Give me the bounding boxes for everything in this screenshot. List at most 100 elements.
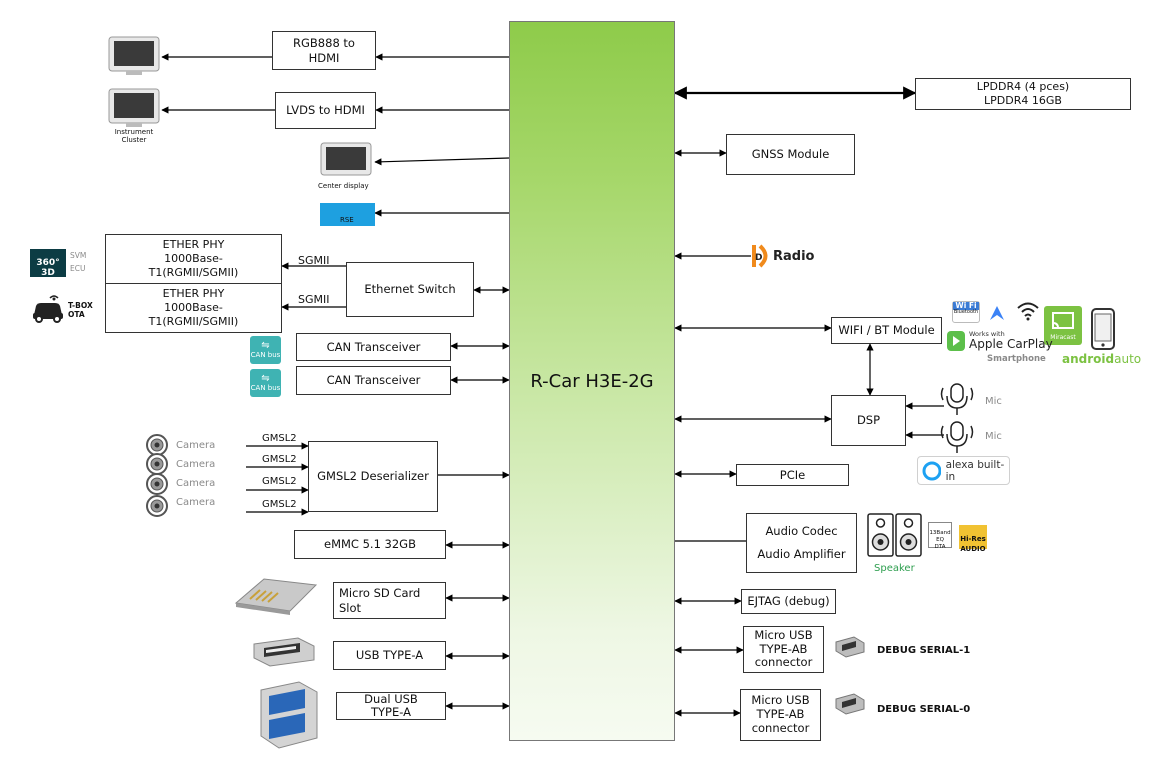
camera-icon-4 [146,495,168,517]
center-display-caption: Center display [318,182,369,190]
gmsl2-label-3: GMSL2 [262,476,297,487]
gnss-module-box: GNSS Module [726,134,855,175]
soc-block: R-Car H3E-2G [509,21,675,741]
dual-usb-icon [260,681,318,749]
bluetooth-badge-text: Bluetooth [953,309,979,316]
smartphone-icon [1091,308,1115,350]
lpddr4-label: LPDDR4 (4 pces) LPDDR4 16GB [976,80,1070,107]
audio-codec-label: Audio Codec Audio Amplifier [757,523,846,561]
emmc-label: eMMC 5.1 32GB [324,537,416,552]
center-display-icon [320,142,372,176]
alexa-label: alexa built-in [945,458,1005,483]
can-bus-wave-2: ⇋ [261,373,270,384]
can-transceiver-label-2: CAN Transceiver [326,373,421,388]
dsp-box: DSP [831,395,906,446]
usb-type-a-box: USB TYPE-A [333,641,446,670]
alexa-icon [922,461,941,480]
can-bus-wave-1: ⇋ [261,340,270,351]
ejtag-label: EJTAG (debug) [747,594,830,609]
svg-text:D: D [755,253,762,263]
lvds-label: LVDS to HDMI [286,103,365,118]
gmsl2-deserializer-label: GMSL2 Deserializer [317,469,429,484]
gmsl2-label-4: GMSL2 [262,499,297,510]
lpddr4-box: LPDDR4 (4 pces) LPDDR4 16GB [915,78,1131,110]
svm-ecu-label: SVM ECU [70,251,87,273]
carplay-works-with: Works with [969,330,1005,338]
tbox-car-icon [33,295,63,323]
wifi-bt-module-box: WIFI / BT Module [831,317,942,344]
pcie-label: PCIe [779,467,806,482]
hd-radio-logo: D Radio [751,242,814,270]
micro-usb-port-icon-2 [835,693,865,715]
debug-serial-1-label: DEBUG SERIAL-1 [877,645,971,656]
micro-sd-box: Micro SD Card Slot [333,582,446,619]
emmc-box: eMMC 5.1 32GB [294,530,446,559]
tbox-ota-label: T-BOX OTA [68,301,93,319]
can-transceiver-box-1: CAN Transceiver [296,333,451,361]
micro-sd-label: Micro SD Card Slot [339,586,421,615]
smartphone-label: Smartphone [987,354,1046,364]
speaker-label: Speaker [874,563,915,574]
wifi-badge-text: Wi Fi [953,301,979,311]
can-bus-label-2: CAN bus [250,384,281,392]
miracast-badge: Miracast [1044,306,1082,345]
microphone-icon-2 [940,421,974,453]
sgmii-label-1: SGMII [298,254,330,267]
mic-label-1: Mic [985,396,1002,407]
cast-icon [1052,312,1074,329]
wifi-bt-label: WIFI / BT Module [838,323,935,338]
wire-soc-center [374,157,510,166]
micro-usb-box-2: Micro USB TYPE-AB connector [740,689,821,741]
camera-icon-2 [146,453,168,475]
rgb888-label: RGB888 to HDMI [293,36,355,65]
ether-phy-box-2: ETHER PHY 1000Base- T1(RGMII/SGMII) [105,283,282,333]
camera-label-3: Camera [176,478,216,489]
sgmii-label-2: SGMII [298,293,330,306]
can-transceiver-box-2: CAN Transceiver [296,366,451,395]
hd-icon: D [752,244,768,268]
ether-phy-label-1: ETHER PHY 1000Base- T1(RGMII/SGMII) [148,238,239,279]
ethernet-switch-box: Ethernet Switch [346,262,474,317]
pcie-box: PCIe [736,464,849,486]
micro-usb-label-1: Micro USB TYPE-AB connector [754,627,813,670]
usb-type-a-icon [253,637,315,667]
wifi-bluetooth-badge: Wi Fi Bluetooth [952,301,980,323]
ethernet-switch-label: Ethernet Switch [364,282,456,297]
hd-radio-label: Radio [773,248,815,264]
micro-sd-slot-icon [234,578,318,615]
svm-badge-text: 360° 3D SVM [36,258,60,288]
dual-usb-label: Dual USB TYPE-A [364,692,418,719]
micro-usb-box-1: Micro USB TYPE-AB connector [743,626,824,673]
micro-usb-label-2: Micro USB TYPE-AB connector [751,693,810,735]
rse-label: RSE [340,216,354,224]
svm-360-icon: 360° 3D SVM [30,249,66,287]
camera-icon-3 [146,473,168,495]
ether-phy-label-2: ETHER PHY 1000Base- T1(RGMII/SGMII) [148,287,239,328]
camera-icon-1 [146,434,168,456]
android-auto-part-a: android [1062,352,1115,366]
rgb888-to-hdmi-box: RGB888 to HDMI [272,31,376,70]
dsp-label: DSP [856,413,881,428]
soc-title: R-Car H3E-2G [530,370,654,392]
mic-label-2: Mic [985,431,1002,442]
monitor-icon [108,36,160,75]
gnss-label: GNSS Module [751,147,830,162]
lvds-to-hdmi-box: LVDS to HDMI [275,92,376,129]
carplay-label: Apple CarPlay [969,337,1053,351]
audio-codec-box: Audio Codec Audio Amplifier [746,513,857,573]
miracast-label: Miracast [1050,334,1076,341]
camera-label-1: Camera [176,440,216,451]
wifi-icon [1017,302,1039,321]
android-auto-arrow-icon [990,306,1004,320]
eq-dta-text: 13Band EQ DTA [929,530,951,551]
ejtag-box: EJTAG (debug) [741,589,836,614]
alexa-built-in-badge: alexa built-in [917,456,1010,485]
eq-dta-badge: 13Band EQ DTA [928,522,952,551]
camera-label-2: Camera [176,459,216,470]
can-transceiver-label-1: CAN Transceiver [326,339,421,354]
gmsl2-label-1: GMSL2 [262,433,297,444]
dual-usb-box: Dual USB TYPE-A [336,692,446,720]
camera-label-4: Camera [176,497,216,508]
rse-badge: RSE [320,203,375,226]
